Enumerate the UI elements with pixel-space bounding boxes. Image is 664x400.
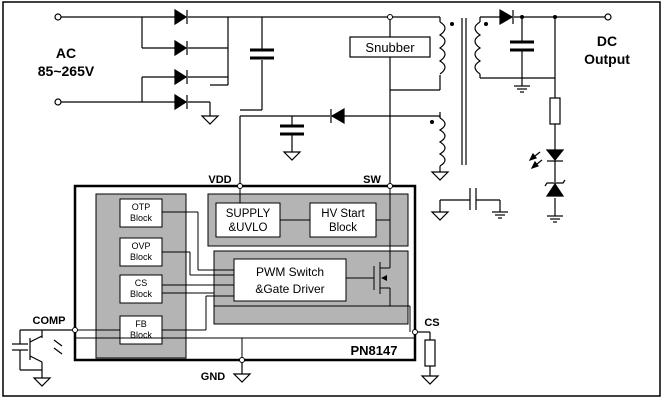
comp-label: COMP: [33, 315, 66, 327]
vdd-supply-wires: [239, 115, 441, 186]
hv-start-block: [309, 202, 377, 238]
cs-block: [119, 274, 163, 304]
ac-label: AC: [56, 45, 76, 61]
vdd-label: VDD: [208, 174, 231, 186]
output-resistor: [549, 97, 561, 125]
chip-internal-wires: [75, 186, 415, 360]
bulk-capacitor: [250, 48, 274, 60]
pwm-label-1: PWM Switch: [256, 265, 324, 279]
sw-label: SW: [363, 174, 381, 186]
output-diode: [499, 8, 514, 26]
aux-diode: [330, 107, 345, 125]
cs-block-label-2: Block: [130, 289, 153, 299]
ovp-block: [119, 237, 163, 267]
comp-pin: [72, 327, 78, 333]
output-capacitor: [510, 40, 534, 52]
supply-uvlo-block: [215, 202, 281, 238]
optocoupler-transistor-arrows: [53, 339, 63, 355]
bridge-rectifier: [54, 13, 263, 116]
transformer-dot-1: [450, 22, 454, 26]
supply-label-2: &UVLO: [229, 222, 268, 234]
sw-pin: [387, 183, 393, 189]
snubber-label: Snubber: [365, 40, 415, 55]
zener-diode: [544, 179, 566, 197]
transformer-dot-3: [430, 120, 434, 124]
transformer-dot-2: [484, 22, 488, 26]
comp-external-circuit: [12, 329, 72, 387]
rectifier-diodes: [174, 8, 188, 111]
output-wires: [479, 16, 605, 216]
cs-pin-label: CS: [424, 317, 439, 329]
gnd-pin: [239, 357, 245, 363]
ovp-label-2: Block: [130, 252, 153, 262]
ac-range-label: 85~265V: [38, 63, 95, 79]
chip-name-label: PN8147: [351, 343, 398, 358]
vdd-capacitor: [280, 124, 304, 136]
cs-block-label-1: CS: [135, 278, 148, 288]
supply-label-1: SUPPLY: [226, 208, 271, 220]
mosfet-switch: [381, 275, 387, 281]
gnd-label: GND: [201, 371, 226, 383]
fb-label-2: Block: [130, 330, 153, 340]
ground-symbol-vdd: [282, 151, 450, 181]
cs-external-circuit: [418, 331, 440, 385]
otp-label-2: Block: [130, 213, 153, 223]
dc-output-label: Output: [584, 51, 630, 67]
cs-pin: [412, 329, 418, 335]
ground-symbol-bridge: [200, 115, 220, 125]
gnd-external: [232, 362, 252, 383]
otp-label-1: OTP: [132, 202, 151, 212]
hv-label-2: Block: [329, 222, 357, 234]
ground-symbol-zener: [547, 215, 563, 223]
pwm-driver-block: [233, 258, 347, 302]
ground-symbol-output: [514, 85, 530, 93]
pwm-label-2: &Gate Driver: [255, 282, 324, 296]
ovp-label-1: OVP: [131, 241, 150, 251]
otp-block: [119, 198, 163, 228]
vdd-pin: [237, 183, 243, 189]
fb-label-1: FB: [135, 319, 147, 329]
snubber-box: [349, 36, 431, 58]
hv-label-1: HV Start: [321, 208, 365, 220]
y-capacitor: [430, 188, 508, 221]
dc-label: DC: [597, 33, 617, 49]
transformer: [438, 18, 482, 167]
